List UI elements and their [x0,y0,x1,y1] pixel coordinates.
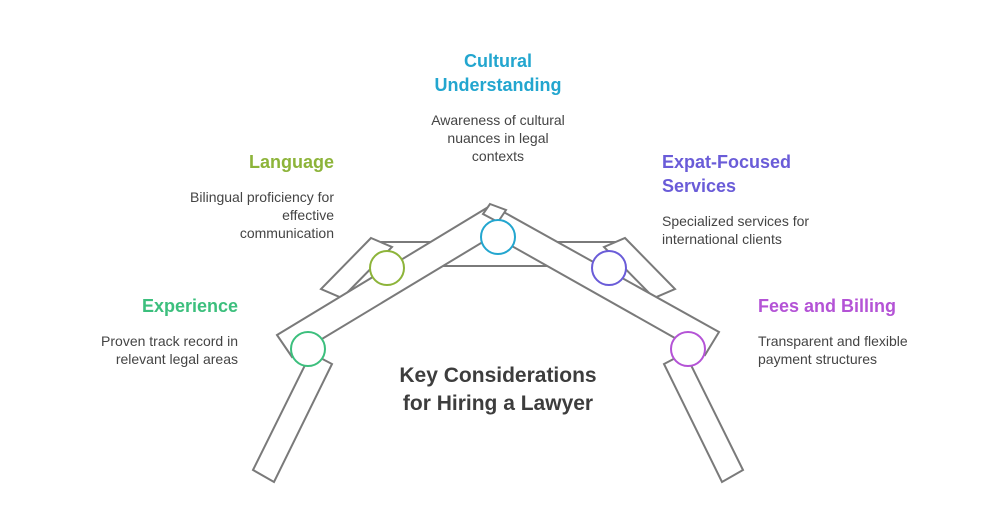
cultural-understanding-title-line: Cultural [463,51,532,71]
language-desc-line: effective [282,207,334,223]
experience-description: Proven track record in relevant legal ar… [58,332,238,368]
expat-focused-services-description: Specialized services for international c… [662,212,862,248]
experience-desc-line: Proven track record in [101,333,238,349]
right-lower-leg [662,351,745,484]
cultural-understanding-desc-line: Awareness of cultural [431,112,565,128]
language-desc-line: communication [239,225,334,241]
language-description: Bilingual proficiency for effective comm… [134,188,334,242]
language-title: Language [134,150,334,174]
right-inner-beam [602,236,677,300]
expat-focused-services-title-line: Expat-Focused [662,152,792,172]
language-title-line: Language [248,152,334,172]
fees-and-billing-title: Fees and Billing [758,294,958,318]
left-lower-leg [251,351,334,484]
experience-title-line: Experience [141,296,238,316]
expat-focused-services-title: Expat-Focused Services [662,150,862,198]
cultural-understanding-description: Awareness of cultural nuances in legal c… [398,111,598,165]
language-block: Language Bilingual proficiency for effec… [134,150,334,242]
diagram-title-line: for Hiring a Lawyer [402,392,594,415]
expat-focused-services-title-line: Services [662,176,737,196]
expat-focused-services-desc-line: Specialized services for [662,213,810,229]
diagram-title: Key Considerations for Hiring a Lawyer [348,362,648,418]
language-desc-line: Bilingual proficiency for [190,189,334,205]
cultural-understanding-node-circle [480,219,516,255]
language-node-circle [369,250,405,286]
cultural-understanding-title: Cultural Understanding [398,49,598,97]
fees-and-billing-desc-line: payment structures [758,351,878,367]
cultural-understanding-title-line: Understanding [434,75,562,95]
experience-block: Experience Proven track record in releva… [58,294,238,368]
cultural-understanding-desc-line: contexts [471,148,525,164]
expat-focused-services-node-circle [591,250,627,286]
cultural-understanding-desc-line: nuances in legal [447,130,549,146]
diagram-title-line: Key Considerations [399,364,597,387]
expat-focused-services-block: Expat-Focused Services Specialized servi… [662,150,862,248]
experience-title: Experience [58,294,238,318]
experience-desc-line: relevant legal areas [115,351,238,367]
fees-and-billing-node-circle [670,331,706,367]
fees-and-billing-title-line: Fees and Billing [758,296,897,316]
expat-focused-services-desc-line: international clients [662,231,782,247]
fees-and-billing-block: Fees and Billing Transparent and flexibl… [758,294,958,368]
experience-node-circle [290,331,326,367]
fees-and-billing-description: Transparent and flexible payment structu… [758,332,958,368]
cultural-understanding-block: Cultural Understanding Awareness of cult… [398,49,598,165]
fees-and-billing-desc-line: Transparent and flexible [758,333,908,349]
